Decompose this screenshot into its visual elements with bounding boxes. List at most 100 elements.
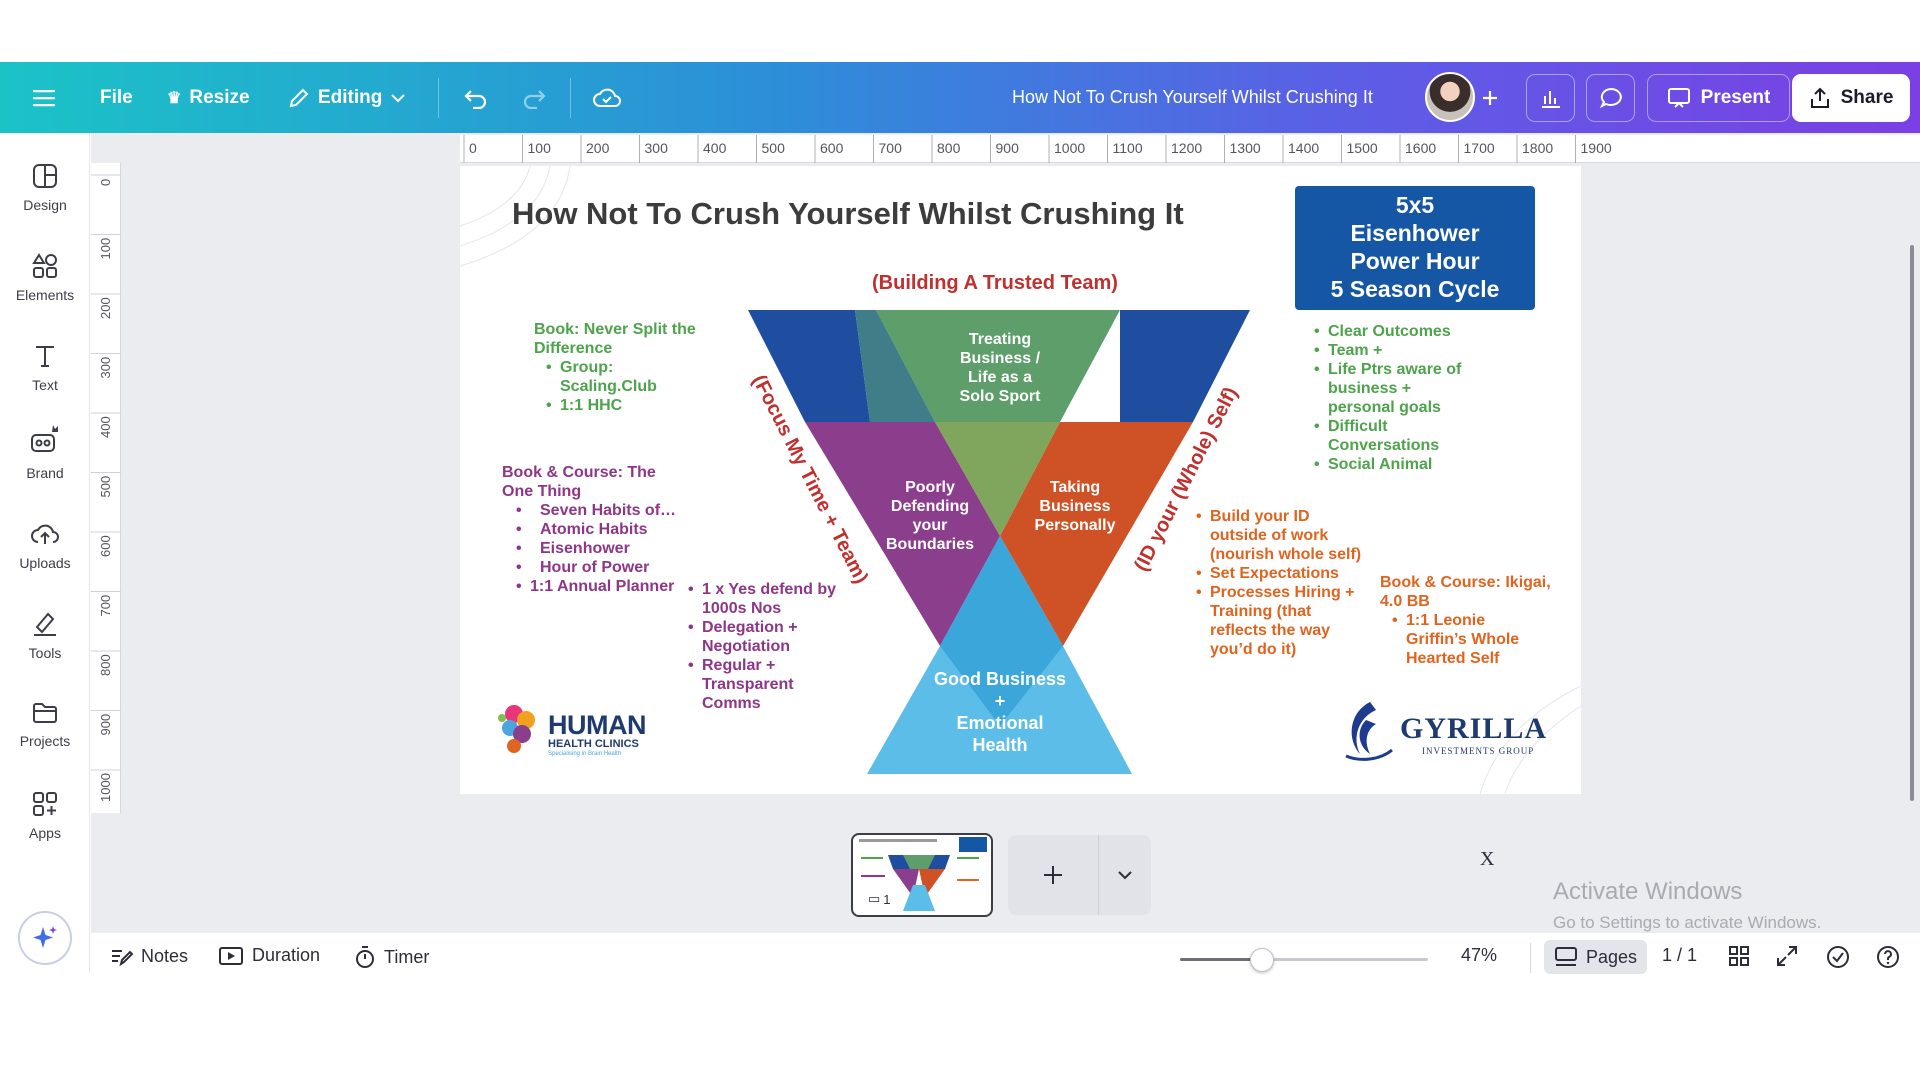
pages-button[interactable]: Pages <box>1544 940 1648 974</box>
shapes-icon <box>32 253 57 278</box>
book3-block: Book & Course: Ikigai, 4.0 BB 1:1 Leonie… <box>1380 573 1560 668</box>
editing-dropdown[interactable]: Editing <box>288 62 406 133</box>
human-health-clinics-logo: HUMAN HEALTH CLINICS Specialising in Bra… <box>492 698 662 764</box>
present-button[interactable]: Present <box>1647 74 1790 122</box>
undo-button[interactable] <box>463 62 489 133</box>
ruler-tick-label: 1600 <box>1405 140 1436 156</box>
center-list-block: 1 x Yes defend by 1000s Nos Delegation +… <box>686 580 846 713</box>
fullscreen-button[interactable] <box>1776 945 1798 967</box>
chevron-down-icon <box>391 93 406 102</box>
pencil-icon <box>289 88 309 107</box>
sidebar-item-uploads[interactable]: Uploads <box>0 521 90 571</box>
check-button[interactable] <box>1826 945 1850 969</box>
cloud-upload-icon <box>31 524 59 544</box>
sidebar-item-projects[interactable]: Projects <box>0 701 90 749</box>
chevron-down-icon <box>1118 871 1132 880</box>
crown-icon: ♛ <box>167 89 182 107</box>
ruler-tick-label: 1200 <box>1171 140 1202 156</box>
ruler-tick-label: 1500 <box>1347 140 1378 156</box>
ruler-tick-label: 400 <box>703 140 727 156</box>
resize-button[interactable]: ♛ Resize <box>167 86 250 108</box>
invite-button[interactable] <box>1480 62 1500 133</box>
ruler-tick-label: 800 <box>937 140 961 156</box>
slide-subtitle: (Building A Trusted Team) <box>872 272 1118 294</box>
menu-button[interactable] <box>33 62 55 133</box>
sidebar-item-design[interactable]: Design <box>0 163 90 213</box>
ruler-tick-label: 400 <box>98 416 113 438</box>
ruler-tick-label: 0 <box>469 140 477 156</box>
ruler-tick-label: 1900 <box>1581 140 1612 156</box>
ruler-tick-label: 500 <box>762 140 786 156</box>
page-thumbnail-1[interactable]: ▭ 1 <box>851 833 993 917</box>
activation-watermark-subtitle: Go to Settings to activate Windows. <box>1553 913 1822 932</box>
magic-assistant-button[interactable] <box>18 911 72 965</box>
pages-icon <box>1555 947 1577 966</box>
book2-block: Book & Course: The One Thing Seven Habit… <box>502 463 712 596</box>
user-avatar[interactable] <box>1425 72 1475 122</box>
ruler-tick-label: 1700 <box>1464 140 1495 156</box>
redo-icon <box>523 89 546 109</box>
top-toolbar: File ♛ Resize Editing How Not To Crush Y… <box>0 62 1920 133</box>
insights-button[interactable] <box>1526 74 1575 122</box>
ruler-tick-label: 600 <box>98 535 113 557</box>
stopwatch-icon <box>356 946 374 968</box>
help-button[interactable] <box>1876 945 1900 969</box>
help-icon <box>1877 946 1899 968</box>
zoom-slider[interactable] <box>1180 948 1428 972</box>
duration-button[interactable]: Duration <box>218 945 320 966</box>
zoom-slider-handle[interactable] <box>1250 948 1274 972</box>
layout-icon <box>33 164 57 188</box>
add-page-button[interactable] <box>1008 835 1098 915</box>
slide-canvas[interactable]: How Not To Crush Yourself Whilst Crushin… <box>460 166 1581 794</box>
sidebar-item-apps[interactable]: Apps <box>0 791 90 841</box>
timer-button[interactable]: Timer <box>354 945 429 969</box>
sidebar-item-brand[interactable]: Brand <box>0 423 90 481</box>
grid-view-button[interactable] <box>1728 945 1750 967</box>
grid-icon <box>1729 946 1749 966</box>
ruler-tick-label: 200 <box>586 140 610 156</box>
save-status-button[interactable] <box>593 62 621 133</box>
ruler-tick-label: 100 <box>528 140 552 156</box>
notes-button[interactable]: Notes <box>109 945 188 967</box>
gyrilla-logo: GYRILLA INVESTMENTS GROUP <box>1340 698 1546 768</box>
page-counter[interactable]: 1 / 1 <box>1662 945 1698 965</box>
left-sidebar: Design Elements Text Brand Uploads Tools… <box>0 133 90 973</box>
zoom-level[interactable]: 47% <box>1461 945 1498 965</box>
book1-block: Book: Never Split the Difference Group: … <box>534 320 714 415</box>
comments-button[interactable] <box>1586 74 1635 122</box>
ruler-tick-label: 700 <box>98 595 113 617</box>
triangle-top-center <box>876 310 1120 422</box>
sidebar-item-tools[interactable]: Tools <box>0 611 90 661</box>
brand-icon <box>31 425 58 452</box>
ruler-tick-label: 0 <box>98 179 113 186</box>
check-circle-icon <box>1827 946 1849 968</box>
sidebar-item-text[interactable]: Text <box>0 343 90 393</box>
sidebar-item-elements[interactable]: Elements <box>0 253 90 303</box>
share-button[interactable]: Share <box>1792 74 1910 122</box>
present-icon <box>1667 88 1690 108</box>
page-options-dropdown[interactable] <box>1099 835 1151 915</box>
plus-icon <box>1044 866 1062 884</box>
activation-watermark-title: Activate Windows <box>1553 878 1743 905</box>
right-orange-list: Build your ID outside of work (nourish w… <box>1194 507 1362 659</box>
ruler-tick-label: 600 <box>820 140 844 156</box>
slide-title: How Not To Crush Yourself Whilst Crushin… <box>512 196 1184 231</box>
redo-button[interactable] <box>521 62 547 133</box>
file-menu[interactable]: File <box>100 86 133 108</box>
notes-icon <box>112 950 133 967</box>
duration-icon <box>219 946 243 965</box>
ruler-tick-label: 1000 <box>1054 140 1085 156</box>
undo-icon <box>464 89 487 109</box>
close-mark[interactable]: X <box>1480 848 1495 870</box>
triangle-left <box>805 422 1000 646</box>
hamburger-icon <box>33 89 55 106</box>
vertical-scrollbar[interactable] <box>1910 245 1914 801</box>
ruler-tick-label: 200 <box>98 297 113 319</box>
ruler-tick-label: 700 <box>879 140 903 156</box>
document-title[interactable]: How Not To Crush Yourself Whilst Crushin… <box>1012 87 1373 107</box>
